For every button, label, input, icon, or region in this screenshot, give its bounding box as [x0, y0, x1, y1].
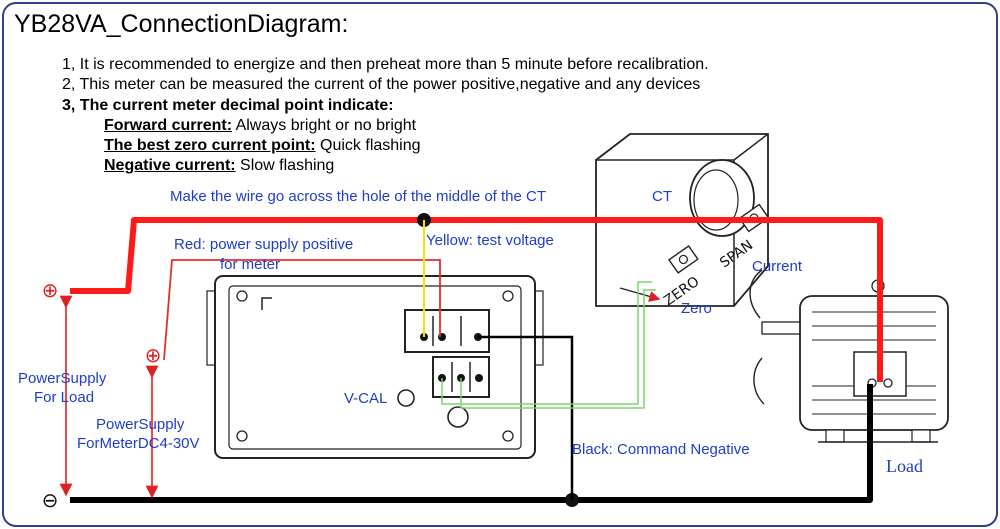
ps-meter-label-sub: ForMeterDC4-30V — [77, 435, 200, 452]
load-label: Load — [886, 456, 923, 476]
ct-signal-wire-1 — [441, 281, 652, 405]
motor-fan-blade-bottom — [753, 357, 765, 405]
note-decimal-point: 3, The current meter decimal point indic… — [62, 97, 394, 114]
load-positive-wire — [70, 217, 883, 382]
motor — [749, 269, 949, 443]
vcal-potentiometer — [397, 389, 415, 407]
meter-positive-wire — [163, 259, 441, 361]
negative-current-label: Negative current: — [104, 157, 236, 174]
meter-screw-top-left — [236, 290, 248, 302]
terminal-housing-top — [404, 309, 490, 353]
negative-current-row: Negative current: Slow flashing — [104, 157, 334, 175]
motor-foot-right — [911, 429, 931, 443]
meter-mount-hole — [447, 406, 469, 428]
meter-corner-mark — [261, 297, 272, 310]
ct-label: CT — [652, 188, 672, 205]
note-measurement: 2, This meter can be measured the curren… — [62, 76, 701, 93]
forward-current-row: Forward current: Always bright or no bri… — [104, 117, 416, 135]
negative-terminal-symbol: ⊖ — [42, 488, 59, 512]
yellow-wire-label: Yellow: test voltage — [426, 232, 554, 249]
meter-negative-wire — [478, 335, 574, 500]
current-label: Current — [752, 258, 803, 275]
load-negative-wire — [70, 384, 873, 503]
red-wire-label-sub: for meter — [220, 256, 281, 273]
zero-point-label: The best zero current point: — [104, 137, 316, 154]
forward-current-text: Always bright or no bright — [235, 117, 417, 134]
zero-point-row: The best zero current point: Quick flash… — [104, 137, 421, 155]
zero-point-text: Quick flashing — [320, 137, 421, 154]
forward-current-label: Forward current: — [104, 117, 233, 134]
ps-load-label-sub: For Load — [34, 389, 95, 406]
red-wire-label: Red: power supply positive — [174, 236, 354, 253]
motor-foot-left — [825, 429, 845, 443]
negative-current-text: Slow flashing — [240, 157, 335, 174]
wire-hint-label: Make the wire go across the hole of the … — [170, 188, 547, 205]
ct-signal-wire-2 — [460, 289, 656, 409]
vcal-label: V-CAL — [344, 390, 388, 407]
meter-body — [206, 275, 544, 459]
meter-screw-bottom-right — [502, 430, 514, 442]
ps-load-label: PowerSupply — [18, 370, 107, 387]
meter-screw-bottom-left — [236, 430, 248, 442]
terminal-pin-6 — [475, 374, 483, 382]
zero-knob — [668, 245, 699, 274]
diagram-title: YB28VA_ConnectionDiagram: — [14, 10, 349, 38]
meter-positive-terminal-symbol: ⊕ — [145, 343, 162, 367]
meter-screw-top-right — [502, 290, 514, 302]
terminal-block-top — [404, 309, 490, 353]
ps-meter-label: PowerSupply — [96, 416, 185, 433]
note-recalibration: 1, It is recommended to energize and the… — [62, 56, 709, 73]
zero-label: Zero — [681, 300, 712, 317]
meter-inner-panel — [228, 285, 522, 450]
black-wire-label: Black: Command Negative — [572, 441, 750, 458]
motor-terminal-positive — [883, 378, 893, 388]
motor-fan-blade-top — [749, 269, 763, 319]
load-positive-terminal-symbol: ⊕ — [42, 278, 59, 302]
motor-shaft — [761, 321, 803, 335]
